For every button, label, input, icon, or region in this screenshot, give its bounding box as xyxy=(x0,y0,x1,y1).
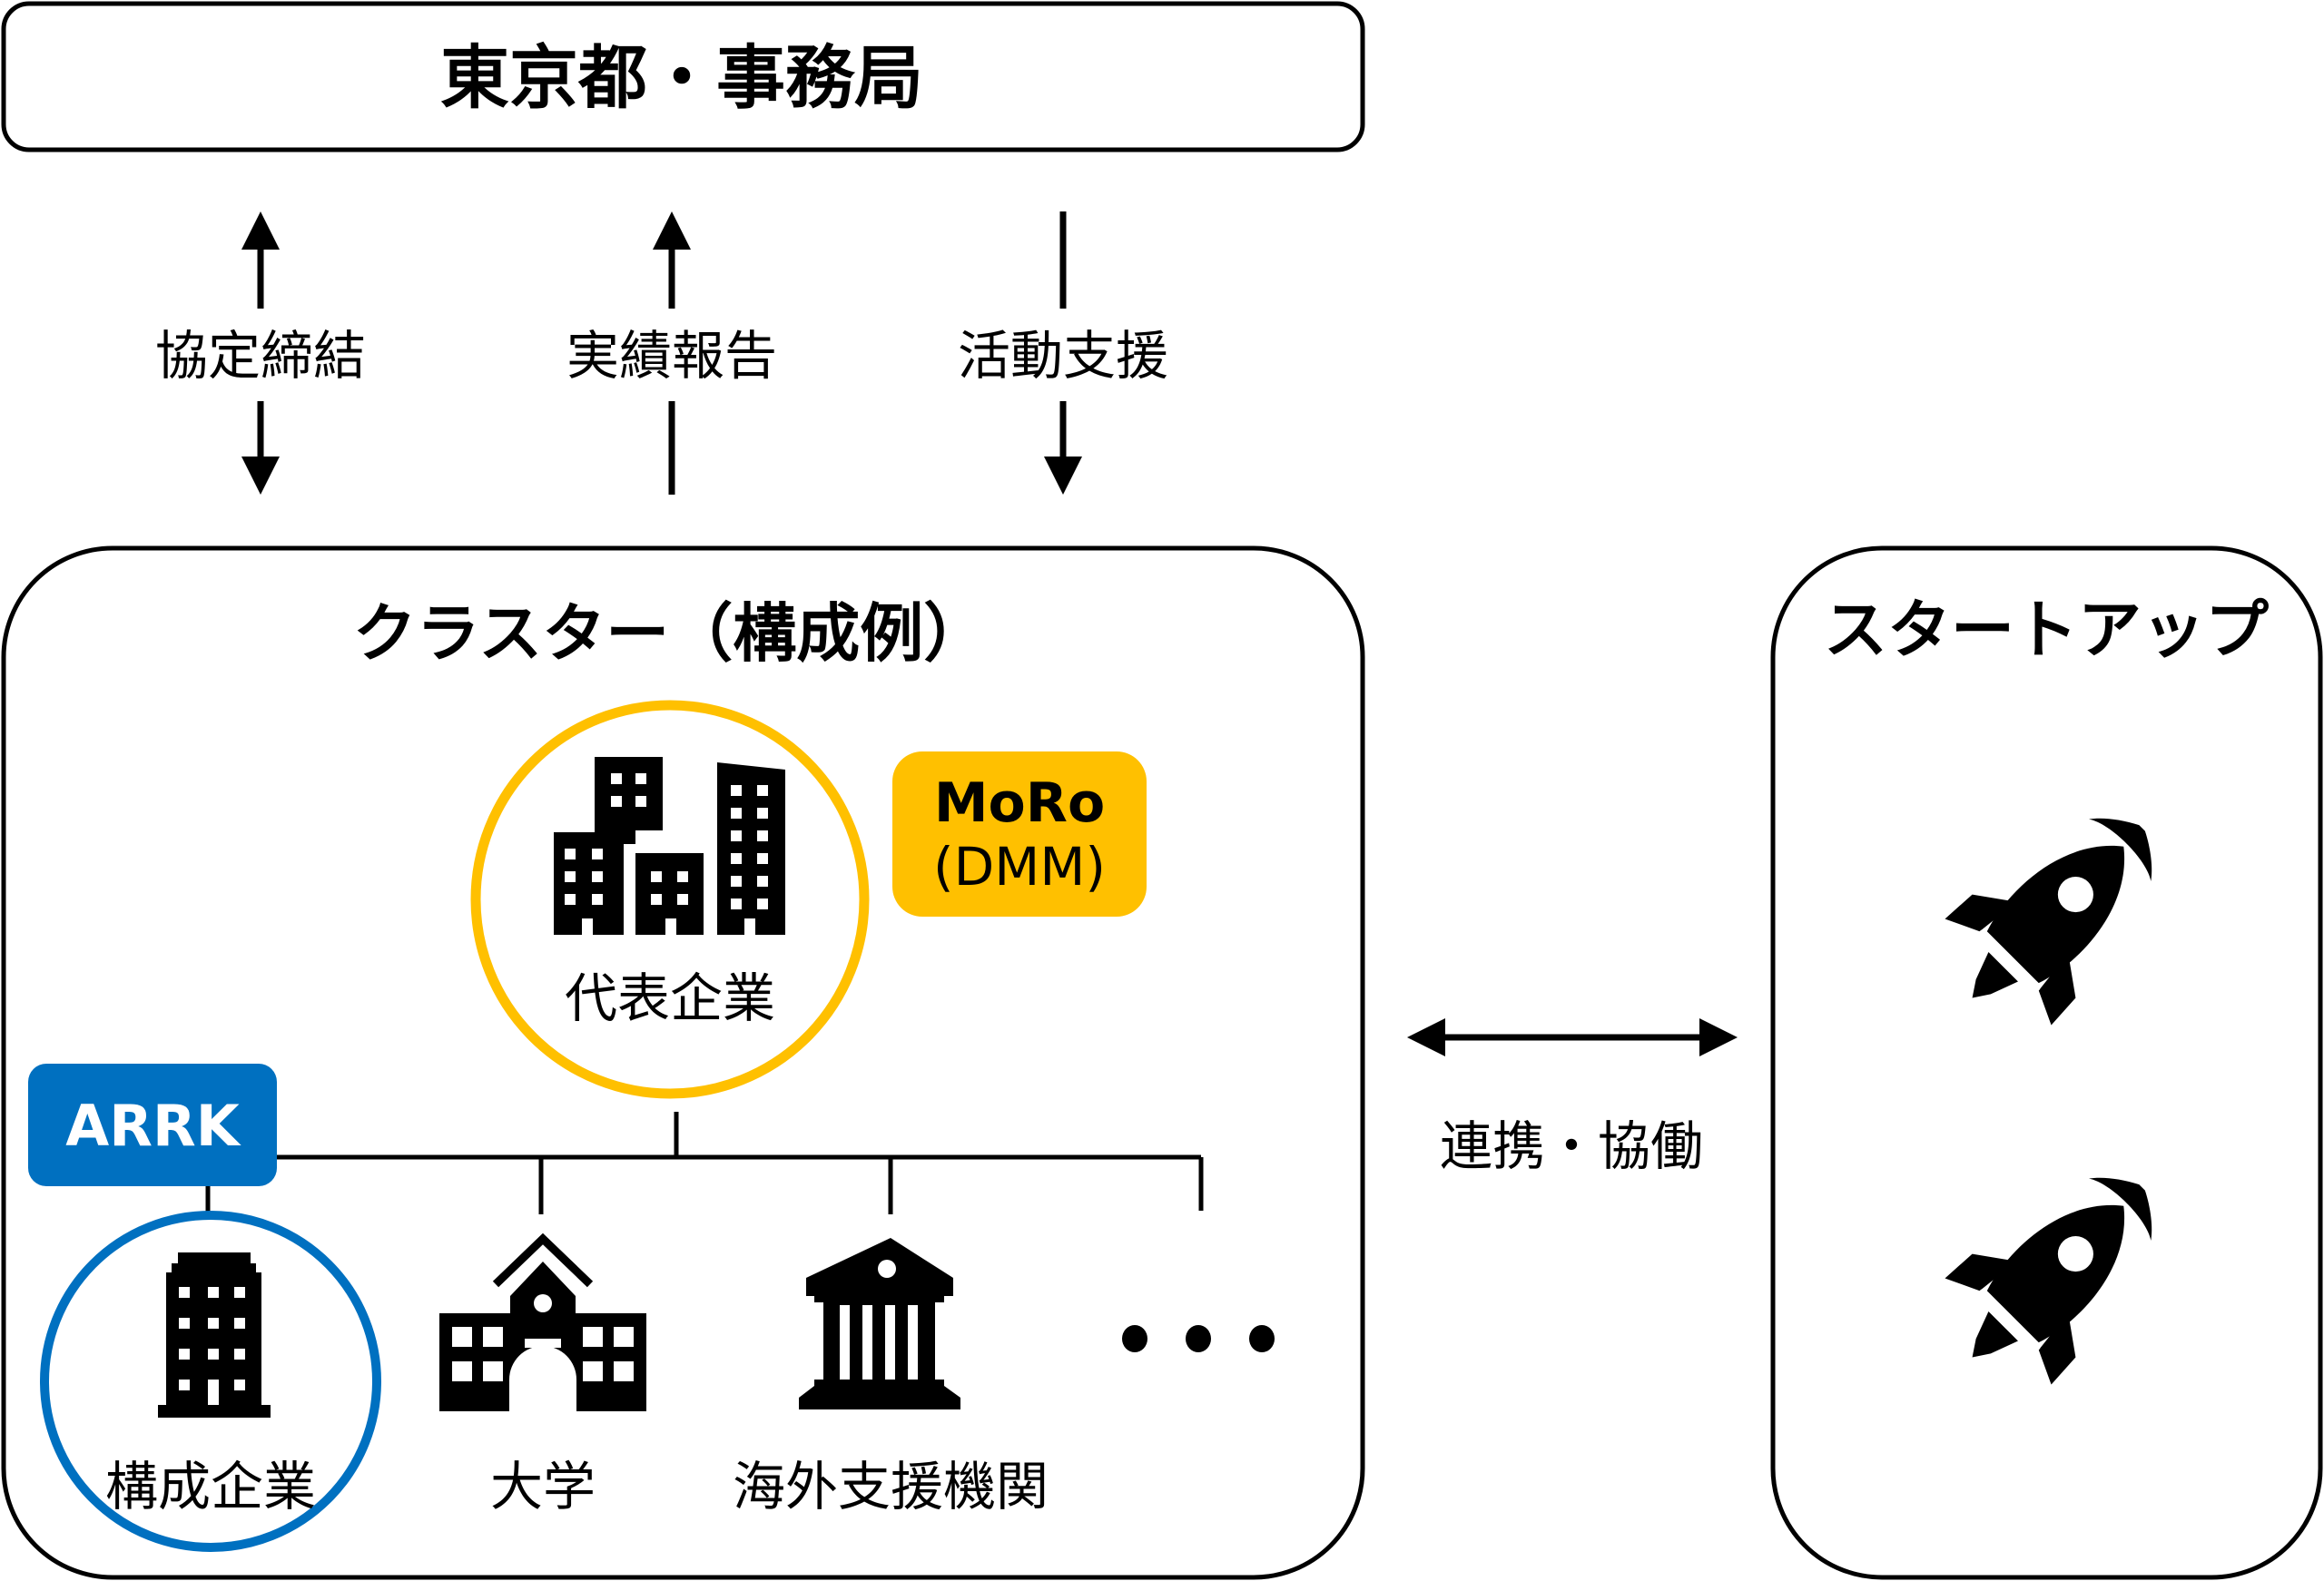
relation-report: 実績報告 xyxy=(566,211,777,495)
connector-lines xyxy=(205,1112,1204,1214)
collaboration-link: 連携・協働 xyxy=(1407,1018,1738,1177)
arrk-badge: ARRK xyxy=(28,1064,277,1186)
relation-agreement: 協定締結 xyxy=(155,211,366,495)
office-buildings-icon xyxy=(554,757,785,935)
arrow-down-icon xyxy=(241,457,280,495)
ellipsis-icon xyxy=(1122,1325,1275,1352)
startup-title: スタートアップ xyxy=(1824,593,2269,667)
relation-label: 協定締結 xyxy=(155,325,366,387)
relation-support: 活動支援 xyxy=(958,211,1168,495)
arrow-right-icon xyxy=(1699,1018,1738,1056)
arrow-down-icon xyxy=(1044,457,1082,495)
member-label: 大学 xyxy=(490,1456,596,1517)
header-title: 東京都・事務局 xyxy=(440,37,923,118)
arrow-up-icon xyxy=(653,211,691,250)
header-box: 東京都・事務局 xyxy=(1,1,1365,152)
representative-label: 代表企業 xyxy=(565,967,775,1029)
cluster-box: クラスター（構成例） xyxy=(1,545,1365,1580)
school-icon xyxy=(439,1232,646,1411)
arrk-name: ARRK xyxy=(65,1093,241,1159)
startup-box: スタートアップ xyxy=(1770,545,2323,1580)
member-label: 海外支援機関 xyxy=(733,1456,1049,1517)
member-university: 大学 xyxy=(439,1232,646,1517)
moro-badge: MoRo (DMM) xyxy=(892,751,1147,917)
arrow-left-icon xyxy=(1407,1018,1445,1056)
relation-label: 活動支援 xyxy=(958,325,1168,387)
member-overseas-support: 海外支援機関 xyxy=(733,1238,1049,1517)
member-label: 構成企業 xyxy=(105,1456,316,1517)
representative-company: 代表企業 xyxy=(470,700,870,1099)
moro-sub: (DMM) xyxy=(933,836,1106,898)
collaboration-label: 連携・協働 xyxy=(1440,1115,1703,1177)
arrow-up-icon xyxy=(241,211,280,250)
moro-name: MoRo xyxy=(934,771,1105,835)
office-building-icon xyxy=(158,1252,271,1418)
relation-label: 実績報告 xyxy=(566,325,777,387)
cluster-title: クラスター（構成例） xyxy=(353,596,988,671)
member-company: 構成企業 xyxy=(40,1211,381,1552)
institution-icon xyxy=(799,1238,960,1409)
